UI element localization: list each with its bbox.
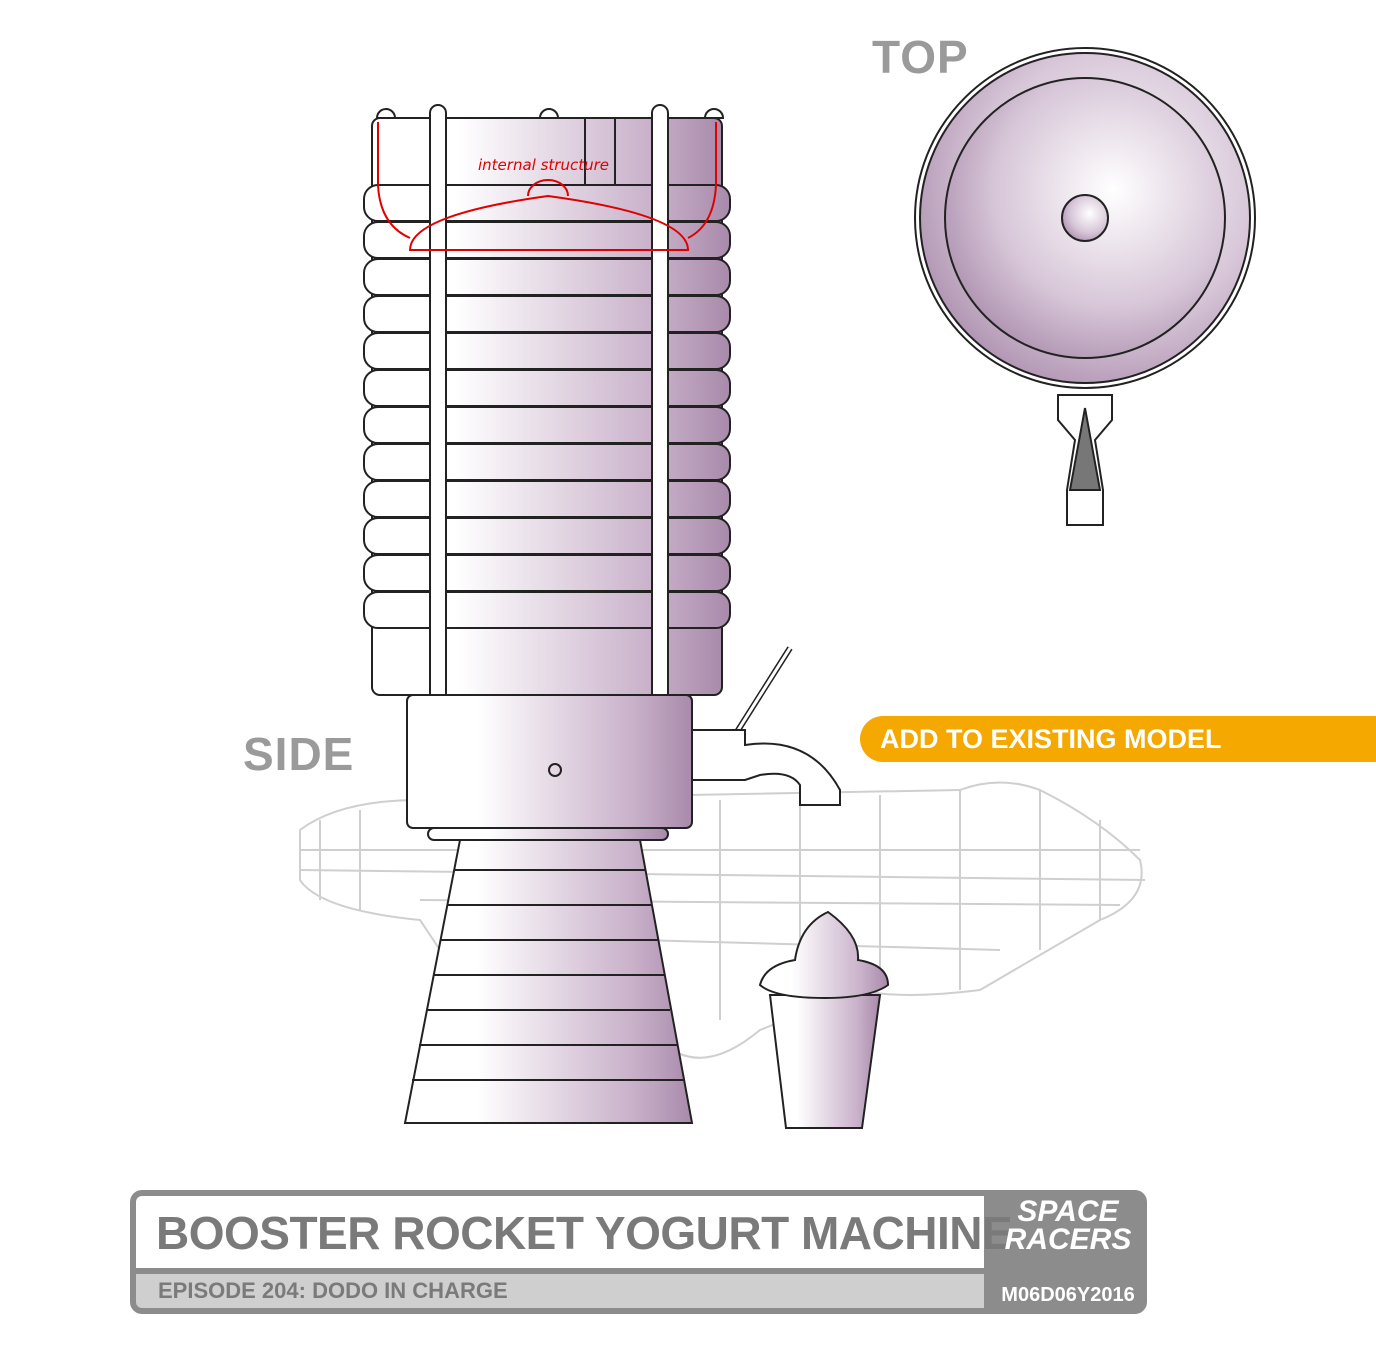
body-rib (363, 443, 731, 481)
top-view-label: TOP (872, 31, 969, 83)
annotation-internal-structure: internal structure (478, 156, 609, 174)
space-racers-logo: SPACE RACERS (994, 1195, 1142, 1278)
title-block: BOOSTER ROCKET YOGURT MACHINE EPISODE 20… (130, 1190, 1147, 1314)
logo-line-2: RACERS (1004, 1223, 1132, 1256)
add-to-existing-model-banner: ADD TO EXISTING MODEL (860, 716, 1376, 762)
body-rib (363, 554, 731, 592)
body-rib (363, 258, 731, 296)
top-view (914, 47, 1256, 526)
side-view-body (363, 104, 890, 1129)
date-stamp: M06D06Y2016 (1001, 1284, 1135, 1306)
title: BOOSTER ROCKET YOGURT MACHINE (136, 1196, 1013, 1268)
body-rib (363, 221, 731, 259)
body-rib (363, 517, 731, 555)
episode-subtitle: EPISODE 204: DODO IN CHARGE (136, 1274, 984, 1308)
logo-line-1: SPACE (1017, 1195, 1119, 1228)
internal-structure-outline (377, 122, 717, 251)
side-view-label: SIDE (243, 728, 355, 780)
body-rib (363, 591, 731, 629)
body-rib (363, 184, 731, 222)
body-rib (363, 480, 731, 518)
body-rib (363, 295, 731, 333)
body-rib (363, 369, 731, 407)
body-rib (363, 332, 731, 370)
body-rib (363, 406, 731, 444)
